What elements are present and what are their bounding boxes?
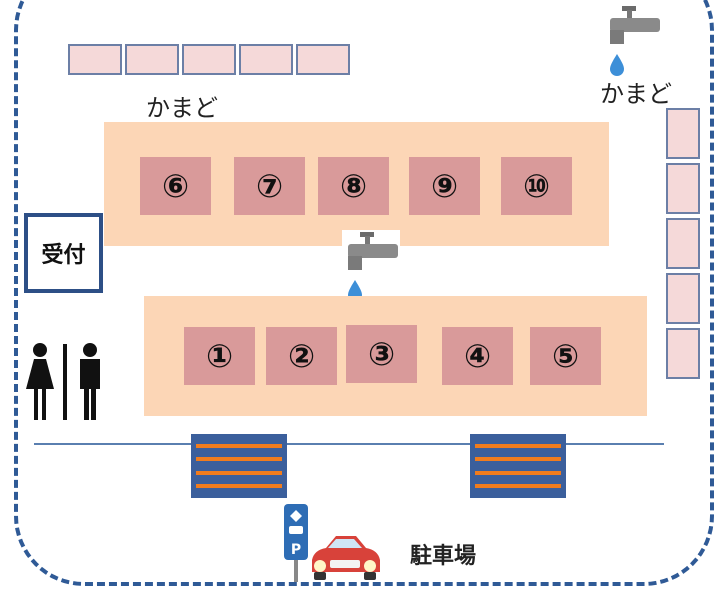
stair-step: [475, 443, 561, 448]
kamado-cell: [666, 328, 700, 379]
stairs-right: [470, 434, 566, 498]
stair-step: [196, 470, 282, 475]
site-6[interactable]: ⑥: [140, 157, 211, 215]
faucet-icon: [610, 6, 660, 76]
kamado-cell: [239, 44, 293, 75]
site-8[interactable]: ⑧: [318, 157, 389, 215]
faucet-center: [342, 230, 400, 302]
stair-step: [196, 484, 282, 489]
site-9[interactable]: ⑨: [409, 157, 480, 215]
site-3[interactable]: ③: [346, 325, 417, 383]
reception-box[interactable]: 受付: [24, 213, 103, 293]
parking-sign-icon: P: [284, 504, 308, 582]
site-1[interactable]: ①: [184, 327, 255, 385]
kamado-cell: [666, 108, 700, 159]
stairs-left: [191, 434, 287, 498]
kamado-cell: [125, 44, 179, 75]
kamado-label-top: かまど: [146, 94, 218, 122]
car-icon: [312, 536, 380, 580]
stair-step: [196, 457, 282, 462]
kamado-cell: [666, 163, 700, 214]
stair-step: [475, 470, 561, 475]
kamado-cell: [666, 273, 700, 324]
kamado-cell: [182, 44, 236, 75]
site-7[interactable]: ⑦: [234, 157, 305, 215]
site-2[interactable]: ②: [266, 327, 337, 385]
restroom-icon: [26, 343, 100, 420]
faucet-icon: [348, 232, 398, 302]
site-10[interactable]: ⑩: [501, 157, 572, 215]
kamado-column-right: [666, 108, 700, 379]
kamado-row-top: [68, 44, 350, 79]
campsite-boundary: [14, 0, 714, 586]
road-line: [34, 443, 664, 445]
kamado-label-right: かまど: [600, 80, 672, 108]
stair-step: [475, 484, 561, 489]
stair-step: [475, 457, 561, 462]
site-4[interactable]: ④: [442, 327, 513, 385]
svg-text:P: P: [291, 542, 301, 558]
stair-step: [196, 443, 282, 448]
site-5[interactable]: ⑤: [530, 327, 601, 385]
kamado-cell: [296, 44, 350, 75]
parking-label: 駐車場: [410, 544, 477, 569]
kamado-cell: [666, 218, 700, 269]
kamado-cell: [68, 44, 122, 75]
